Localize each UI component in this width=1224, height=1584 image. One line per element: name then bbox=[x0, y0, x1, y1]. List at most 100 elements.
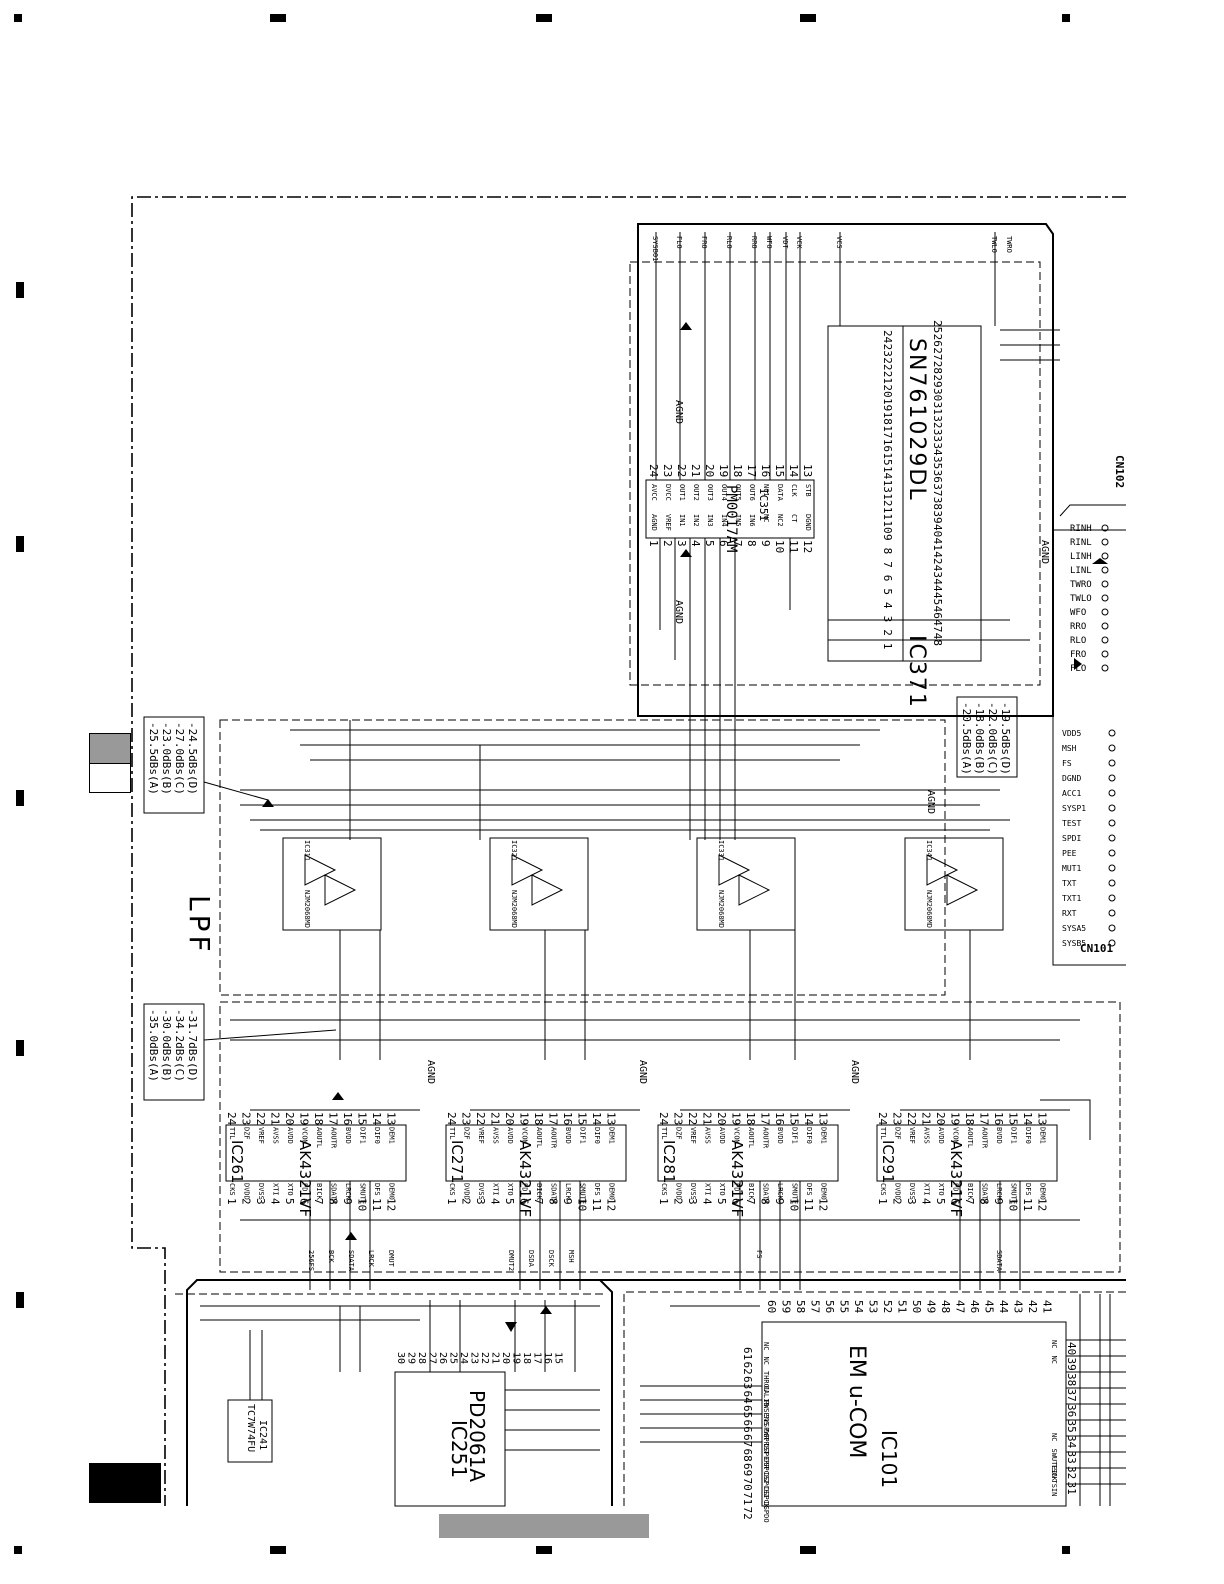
ic351-signal-bottom: IN5 bbox=[734, 514, 742, 527]
ic101-pin-top: 48 bbox=[939, 1300, 952, 1313]
ak4321-signal-bottom: PD bbox=[952, 1183, 960, 1191]
ic371-pin-right: 35 bbox=[931, 456, 944, 469]
ic351-signal-bottom: IN2 bbox=[692, 514, 700, 527]
ic271-part: AK4321VF bbox=[516, 1140, 534, 1217]
ak4321-pin-top: 17 bbox=[547, 1112, 560, 1125]
ic371-pin-left: 21 bbox=[881, 371, 894, 384]
ak4321-pin-bottom: 8 bbox=[759, 1198, 772, 1205]
ic371-pin-right: 40 bbox=[931, 524, 944, 537]
registration-mark-top-right bbox=[1062, 14, 1070, 22]
ak4321-pin-bottom: 11 bbox=[370, 1198, 383, 1211]
index-tab-black bbox=[89, 1463, 161, 1503]
ic101-pin-right: 34 bbox=[1065, 1435, 1078, 1449]
ic351-signal-bottom: IN4 bbox=[720, 514, 728, 527]
ak4321-signal-top: VCOM bbox=[733, 1127, 741, 1144]
ic101-pin-right: 35 bbox=[1065, 1420, 1078, 1433]
ic371-pin-left: 3 bbox=[881, 616, 894, 623]
ak4321-signal-top: BVDD bbox=[564, 1127, 572, 1144]
ak4321-signal-bottom: SDATA bbox=[981, 1183, 989, 1205]
ic101-ref: IC101 bbox=[877, 1430, 901, 1488]
cn102-pin: RRO bbox=[1070, 622, 1086, 632]
connector-strip bbox=[1052, 529, 1126, 966]
ic351-pin-top: 23 bbox=[661, 464, 674, 477]
wires-lpf bbox=[240, 700, 1010, 1060]
ic101-signal-left: DSPDO bbox=[762, 1502, 770, 1523]
ic351-signal-bottom: NC bbox=[762, 514, 770, 522]
ic351-signal-bottom: CT bbox=[790, 514, 798, 523]
ic351-signal-top: OUT3 bbox=[706, 484, 714, 501]
ic291-body bbox=[876, 1124, 1058, 1182]
ak4321-signal-top: DIF0 bbox=[1024, 1127, 1032, 1144]
ak4321-signal-top: DEM1 bbox=[1039, 1127, 1047, 1144]
ic101-signal-left: DSPERR bbox=[762, 1444, 770, 1470]
ic101-signal-left: THROU bbox=[762, 1371, 770, 1392]
ic251-pin-top: 21 bbox=[490, 1352, 501, 1364]
ak4321-pin-bottom: 3 bbox=[905, 1198, 918, 1205]
ak4321-pin-bottom: 6 bbox=[949, 1198, 962, 1205]
opamp-part: NJM2068MD bbox=[717, 890, 725, 928]
ic251-ref: IC251 bbox=[447, 1420, 471, 1478]
ak4321-pin-bottom: 8 bbox=[327, 1198, 340, 1205]
ak4321-pin-top: 13 bbox=[605, 1112, 618, 1125]
ic101-signal-left: NC bbox=[762, 1342, 770, 1350]
net-label-top: VCS bbox=[835, 236, 843, 249]
ic351-signal-bottom: AGND bbox=[650, 514, 658, 531]
ak4321-pin-top: 14 bbox=[802, 1112, 815, 1126]
net-label-bottom: DMUT2 bbox=[507, 1250, 515, 1271]
wires-top bbox=[655, 232, 1060, 760]
ic351-signal-bottom: IN6 bbox=[748, 514, 756, 527]
ic351-pin-top: 17 bbox=[745, 464, 758, 477]
ak4321-signal-bottom: DVSS bbox=[908, 1183, 916, 1200]
ic261-part: AK4321VF bbox=[296, 1140, 314, 1217]
ic101-pin-left: 68 bbox=[741, 1449, 754, 1462]
ak4321-pin-bottom: 12 bbox=[817, 1198, 830, 1211]
agnd-label-5: AGND bbox=[637, 1060, 648, 1084]
ak4321-signal-bottom: XTO bbox=[937, 1183, 945, 1196]
ak4321-pin-bottom: 3 bbox=[474, 1198, 487, 1205]
ak4321-signal-bottom: PD bbox=[301, 1183, 309, 1191]
ak4321-signal-top: DZF bbox=[463, 1127, 471, 1140]
ic351-signal-top: AVCC bbox=[650, 484, 658, 501]
net-label-bottom: 256FS bbox=[307, 1250, 315, 1271]
ak4321-signal-bottom: DFS bbox=[1024, 1183, 1032, 1196]
opamp-ref: IC331 bbox=[717, 840, 725, 861]
ak4321-pin-top: 24 bbox=[657, 1112, 670, 1126]
ak4321-pin-top: 13 bbox=[1036, 1112, 1049, 1125]
ic101-part: EM u-COM bbox=[844, 1345, 869, 1458]
ak4321-pin-bottom: 11 bbox=[802, 1198, 815, 1211]
ic101-signal-left: DSPCK bbox=[762, 1487, 770, 1509]
ak4321-pin-bottom: 9 bbox=[773, 1198, 786, 1205]
ic251-pin-top: 17 bbox=[532, 1352, 543, 1364]
ic101-pin-right: 38 bbox=[1065, 1373, 1078, 1386]
ak4321-signal-top: AVSS bbox=[923, 1127, 931, 1144]
ak4321-pin-bottom: 10 bbox=[576, 1198, 589, 1211]
ak4321-pin-bottom: 5 bbox=[715, 1198, 728, 1205]
ak4321-signal-top: AOUTL bbox=[747, 1127, 755, 1148]
ic101-pin-top: 42 bbox=[1026, 1300, 1039, 1313]
ak4321-signal-bottom: PD bbox=[521, 1183, 529, 1191]
ic101-pin-right: 40 bbox=[1065, 1342, 1078, 1355]
ic351-pin-bottom: 1 bbox=[647, 540, 660, 547]
net-label-top: VDT bbox=[781, 236, 789, 249]
ic351-pin-bottom: 8 bbox=[745, 540, 758, 547]
svg-text:-25.5dBs(A): -25.5dBs(A) bbox=[147, 722, 160, 795]
svg-text:-18.0dBs(B): -18.0dBs(B) bbox=[973, 702, 986, 775]
ak4321-signal-top: VREF bbox=[908, 1127, 916, 1144]
ic251-pin-top: 30 bbox=[395, 1352, 406, 1364]
ic351-pin-bottom: 5 bbox=[703, 540, 716, 547]
ic281-body bbox=[657, 1124, 839, 1182]
ic101-pin-top: 52 bbox=[881, 1300, 894, 1313]
ic371-pin-right: 45 bbox=[931, 592, 944, 605]
ic101-signal-right: SWUTEIN bbox=[1050, 1449, 1058, 1479]
net-label-bottom: BCK bbox=[327, 1250, 335, 1263]
ic351-signal-top: DATA bbox=[776, 484, 784, 502]
opamp-part: NJM2068MD bbox=[925, 890, 933, 928]
ak4321-pin-bottom: 8 bbox=[547, 1198, 560, 1205]
ak4321-signal-bottom: PD bbox=[733, 1183, 741, 1191]
ak4321-signal-bottom: XTO bbox=[286, 1183, 294, 1196]
agnd-label-4: AGND bbox=[425, 1060, 436, 1084]
ak4321-signal-bottom: LRCK bbox=[776, 1183, 784, 1201]
ak4321-signal-top: AVSS bbox=[492, 1127, 500, 1144]
ak4321-pin-bottom: 9 bbox=[992, 1198, 1005, 1205]
ak4321-signal-top: TTL bbox=[879, 1127, 887, 1140]
